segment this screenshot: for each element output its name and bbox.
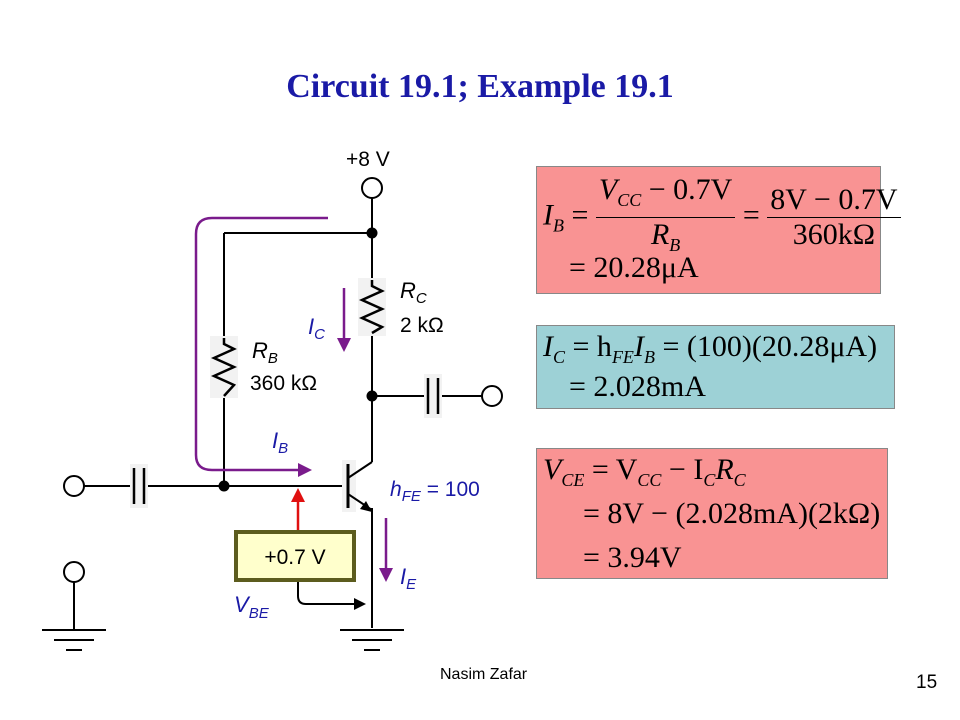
rb-label: RB <box>252 338 278 367</box>
ib-equation-box: IB = VCC − 0.7V RB = 8V − 0.7V 360kΩ = 2… <box>536 166 901 294</box>
junction-dot-top <box>366 227 378 239</box>
vce-equation-box: VCE = VCC − ICRC = 8V − (2.028mA)(2kΩ) =… <box>536 448 888 579</box>
ground-symbol-emitter <box>340 629 404 651</box>
ib-equation-line1: IB = VCC − 0.7V RB = 8V − 0.7V 360kΩ <box>543 173 901 262</box>
rc-label: RC <box>400 278 427 307</box>
transistor-circuit-diagram: +8 V <box>42 148 503 651</box>
vce-result: = 3.94V <box>583 541 682 574</box>
ib-result: = 20.28μA <box>569 251 699 284</box>
vbe-arrow <box>291 488 305 530</box>
resistor-rc <box>358 278 386 336</box>
ic-current-arrow <box>337 288 351 352</box>
vce-equation-line1: VCE = VCC − ICRC <box>543 453 746 490</box>
junction-dot-base <box>218 480 230 492</box>
rc-value: 2 kΩ <box>400 314 444 337</box>
vbe-box <box>234 530 356 582</box>
supply-label: +8 V <box>346 148 390 171</box>
vbe-to-emitter-arrow <box>297 582 366 610</box>
ib-fraction-2: 8V − 0.7V 360kΩ <box>767 183 901 252</box>
vce-equation-line2: = 8V − (2.028mA)(2kΩ) <box>583 497 881 530</box>
resistor-rb <box>210 336 238 398</box>
transistor <box>342 460 373 512</box>
vbe-box-value: +0.7 V <box>264 546 325 569</box>
vbe-label: VBE <box>234 592 270 622</box>
ib-current-arrow <box>194 216 328 477</box>
rb-value: 360 kΩ <box>250 372 317 395</box>
ground-symbol-left <box>42 629 106 651</box>
ic-equation-box: IC = hFEIB = (100)(20.28μA) = 2.028mA <box>536 325 895 409</box>
ground-terminal <box>63 561 85 583</box>
hfe-label: hFE = 100 <box>390 478 480 505</box>
junction-dot-collector <box>366 390 378 402</box>
ie-current-arrow <box>379 518 393 582</box>
ic-equation-line1: IC = hFEIB = (100)(20.28μA) <box>543 330 878 367</box>
input-capacitor <box>130 464 148 508</box>
ic-result: = 2.028mA <box>569 370 706 403</box>
output-terminal <box>481 385 503 407</box>
ib-fraction-1: VCC − 0.7V RB <box>595 173 736 262</box>
ie-label: IE <box>400 564 417 593</box>
supply-terminal <box>361 177 383 199</box>
output-capacitor <box>424 374 442 418</box>
page-number: 15 <box>916 672 938 693</box>
input-terminal <box>63 475 85 497</box>
footer-author: Nasim Zafar <box>440 666 528 683</box>
slide-title: Circuit 19.1; Example 19.1 <box>286 68 674 105</box>
ic-label: IC <box>308 314 325 343</box>
ib-label: IB <box>272 428 288 457</box>
